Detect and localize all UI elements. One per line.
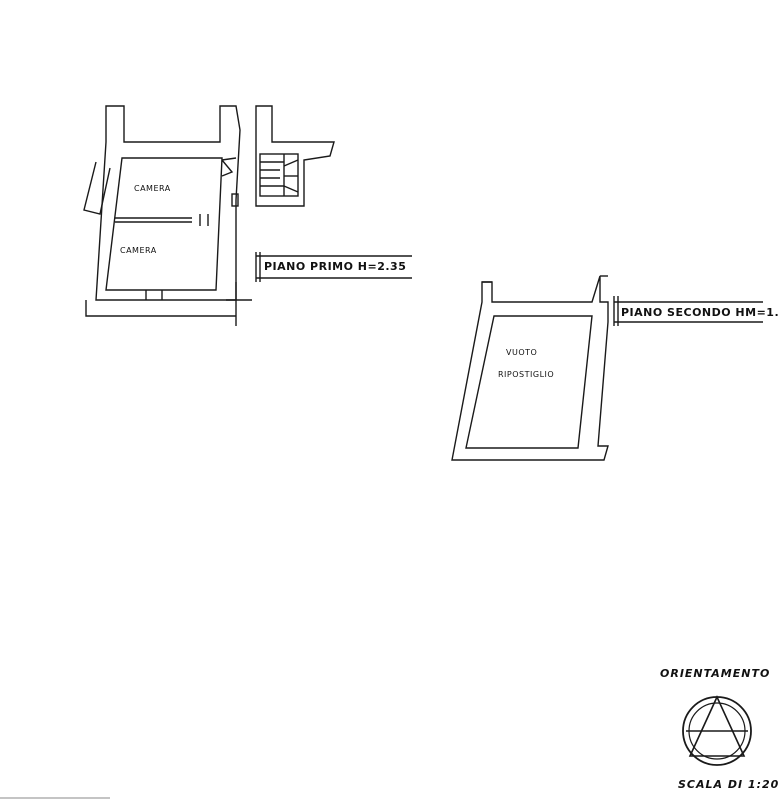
level-label-secondo: PIANO SECONDO HM=1. <box>621 306 779 319</box>
first-floor-plan <box>83 105 252 326</box>
door-symbol <box>221 157 237 177</box>
room-label-camera-upper: CAMERA <box>134 184 171 193</box>
level-label-primo: PIANO PRIMO H=2.35 <box>264 260 407 273</box>
compass-icon <box>682 695 752 766</box>
scale-label: SCALA DI 1:20 <box>678 778 779 791</box>
first-floor-tag-lines <box>255 252 412 282</box>
bay-window <box>83 161 111 215</box>
orientation-label: ORIENTAMENTO <box>660 667 771 680</box>
first-floor-inner-wall <box>105 157 223 291</box>
room-label-vuoto: VUOTO <box>506 348 538 357</box>
staircase <box>255 105 335 207</box>
ground-ledge <box>85 282 237 326</box>
second-floor-outer-wall <box>451 275 609 461</box>
room-label-ripostiglio: RIPOSTIGLIO <box>498 370 555 379</box>
second-floor-tag-lines <box>613 296 763 326</box>
first-floor-outer-wall <box>95 105 241 301</box>
second-floor-plan <box>451 275 609 461</box>
floor-plan-drawing <box>0 105 763 799</box>
second-floor-inner-wall <box>465 315 593 449</box>
room-label-camera-lower: CAMERA <box>120 246 157 255</box>
